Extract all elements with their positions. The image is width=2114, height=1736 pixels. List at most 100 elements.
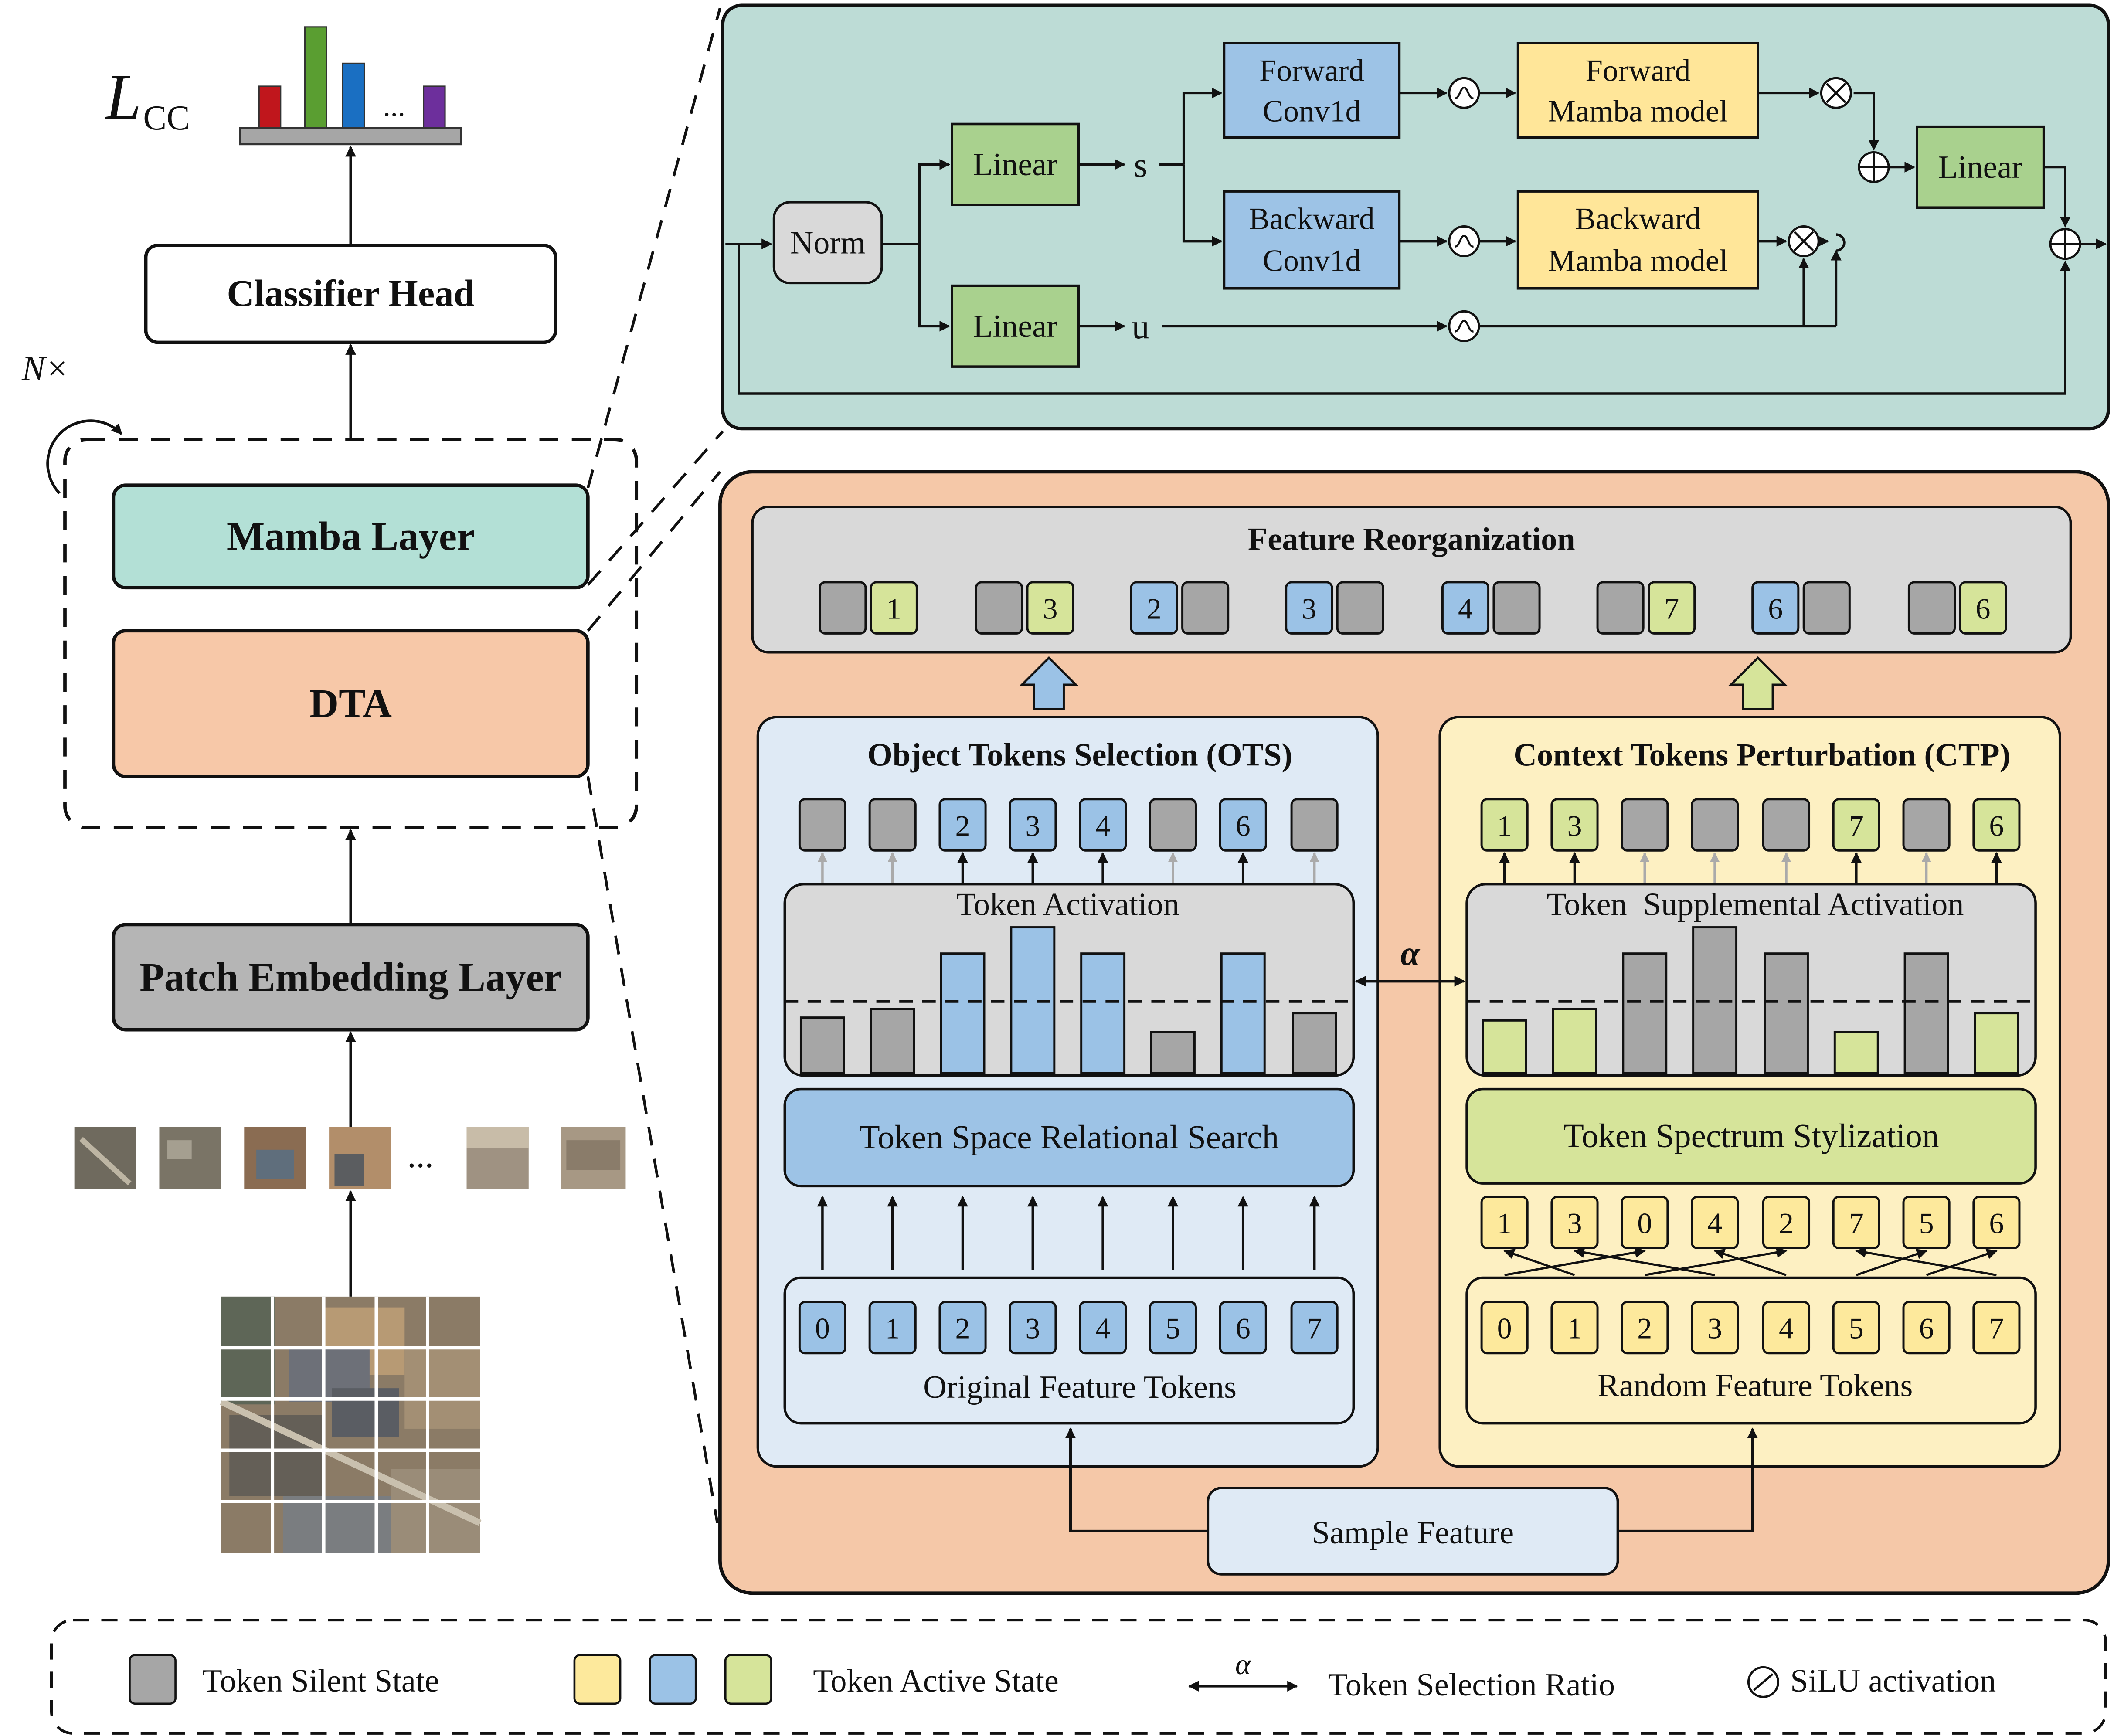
backward-mamba-line2: Mamba model [1548, 244, 1728, 278]
ctp-random-token: 0 [1480, 1301, 1529, 1355]
feature-reorganization-title: Feature Reorganization [1248, 522, 1575, 557]
forward-mamba-line2: Mamba model [1548, 94, 1728, 128]
ctp-random-token-label: 4 [1779, 1312, 1794, 1345]
patches-ellipsis: ... [407, 1136, 433, 1175]
ots-title: Object Tokens Selection (OTS) [867, 737, 1292, 773]
ctp-output-token-label: 3 [1567, 809, 1582, 842]
ots-activation-box [783, 883, 1355, 1077]
ctp-random-token: 6 [1902, 1301, 1951, 1355]
reorg-token: 3 [1285, 581, 1333, 635]
ctp-title: Context Tokens Perturbation (CTP) [1513, 737, 2010, 773]
input-image [220, 1296, 482, 1553]
ots-output-token-label: 3 [1025, 809, 1040, 842]
ctp-output-token [1902, 798, 1951, 852]
linear-top-label: Linear [973, 147, 1057, 183]
ots-original-token: 2 [938, 1301, 987, 1355]
ctp-activation-bar [1622, 952, 1668, 1074]
legend-silent-swatch [129, 1654, 177, 1705]
image-patches [74, 1127, 626, 1189]
reorg-token [1492, 581, 1541, 635]
patch-embedding-box [112, 923, 590, 1032]
s-label: s [1134, 146, 1147, 184]
u-label: u [1132, 307, 1149, 346]
linear-out-label: Linear [1938, 149, 2022, 185]
linear-bottom-box [951, 284, 1080, 368]
feature-reorganization-box [751, 505, 2072, 654]
reorg-token: 6 [1959, 581, 2007, 635]
ctp-shuffled-token-label: 2 [1779, 1207, 1794, 1240]
ctp-shuffle-arrow [1926, 1249, 1998, 1276]
ots-original-label: Original Feature Tokens [923, 1369, 1237, 1405]
repeat-label: N× [21, 349, 69, 388]
ctp-shuffled-token-label: 6 [1989, 1207, 2004, 1240]
forward-conv-box [1223, 42, 1401, 139]
ots-activation-bar [870, 1008, 915, 1074]
ctp-random-box [1465, 1276, 2037, 1425]
ctp-stylization-box [1465, 1087, 2037, 1185]
ots-activation-bar [1010, 926, 1056, 1074]
norm-label: Norm [790, 225, 866, 261]
ctp-output-token: 1 [1480, 798, 1529, 852]
ctp-activation-label: Token Supplemental Activation [1546, 887, 1964, 923]
ots-original-token: 5 [1149, 1301, 1197, 1355]
ots-input-arrows [817, 1196, 1320, 1270]
backward-conv-line2: Conv1d [1263, 244, 1361, 278]
legend-alpha-label: α [1235, 1648, 1251, 1681]
ots-output-token: 6 [1219, 798, 1267, 852]
ctp-activation-bar [1552, 1008, 1597, 1074]
ctp-activation-bar [1764, 952, 1809, 1074]
ots-original-token: 6 [1219, 1301, 1267, 1355]
ctp-shuffled-token: 6 [1972, 1196, 2021, 1250]
reorg-token-label: 6 [1768, 592, 1783, 625]
ots-original-box [783, 1276, 1355, 1425]
legend-active-swatch-blue [649, 1654, 697, 1705]
repeat-loop-arrow [46, 419, 123, 494]
ots-output-token-label: 2 [955, 809, 970, 842]
ctp-activation-bar [1482, 1019, 1527, 1074]
repeated-block-container [63, 438, 639, 829]
ots-output-token [1149, 798, 1197, 852]
ots-original-token-label: 0 [815, 1312, 830, 1345]
ots-activation-bars [799, 926, 1337, 1074]
ots-original-token-label: 6 [1236, 1312, 1251, 1345]
silu-icon [1448, 225, 1480, 258]
legend: Token Silent State Token Active State α … [50, 1618, 2107, 1735]
ctp-shuffled-token: 7 [1832, 1196, 1880, 1250]
ctp-random-token: 2 [1621, 1301, 1669, 1355]
sample-feature-label: Sample Feature [1312, 1515, 1514, 1551]
ctp-shuffle-arrow [1504, 1247, 1646, 1276]
ots-original-token-label: 3 [1025, 1312, 1040, 1345]
reorg-token-label: 4 [1458, 592, 1473, 625]
legend-silu-label: SiLU activation [1790, 1663, 1996, 1699]
ctp-shuffled-token: 3 [1550, 1196, 1599, 1250]
ctp-output-token [1621, 798, 1669, 852]
ctp-output-token: 3 [1550, 798, 1599, 852]
ots-output-token: 3 [1009, 798, 1057, 852]
ctp-random-token: 5 [1832, 1301, 1880, 1355]
ots-activation-label: Token Activation [956, 887, 1179, 923]
ots-output-token [868, 798, 917, 852]
ctp-shuffle-arrow [1644, 1247, 1788, 1276]
ots-original-token-label: 1 [885, 1312, 900, 1345]
left-pipeline: L CC ... Classifier Head N× Mamba Layer … [21, 7, 724, 1553]
classifier-head-label: Classifier Head [227, 272, 474, 314]
ots-search-box [783, 1087, 1355, 1188]
multiply-icon [1820, 77, 1852, 109]
reorg-token-label: 7 [1664, 592, 1679, 625]
patch-embedding-label: Patch Embedding Layer [139, 955, 562, 1000]
ctp-random-token-label: 5 [1849, 1312, 1864, 1345]
reorg-token [1907, 581, 1956, 635]
backward-conv-box [1223, 190, 1401, 290]
ctp-random-token: 7 [1972, 1301, 2021, 1355]
reorg-token [1596, 581, 1645, 635]
ots-output-token [1290, 798, 1339, 852]
reorg-token-label: 1 [887, 592, 901, 625]
ots-activation-bar [940, 952, 986, 1074]
ots-original-token-label: 2 [955, 1312, 970, 1345]
ctp-shuffled-token: 2 [1762, 1196, 1811, 1250]
ctp-output-token-label: 6 [1989, 809, 2004, 842]
reorg-token-label: 3 [1043, 592, 1058, 625]
